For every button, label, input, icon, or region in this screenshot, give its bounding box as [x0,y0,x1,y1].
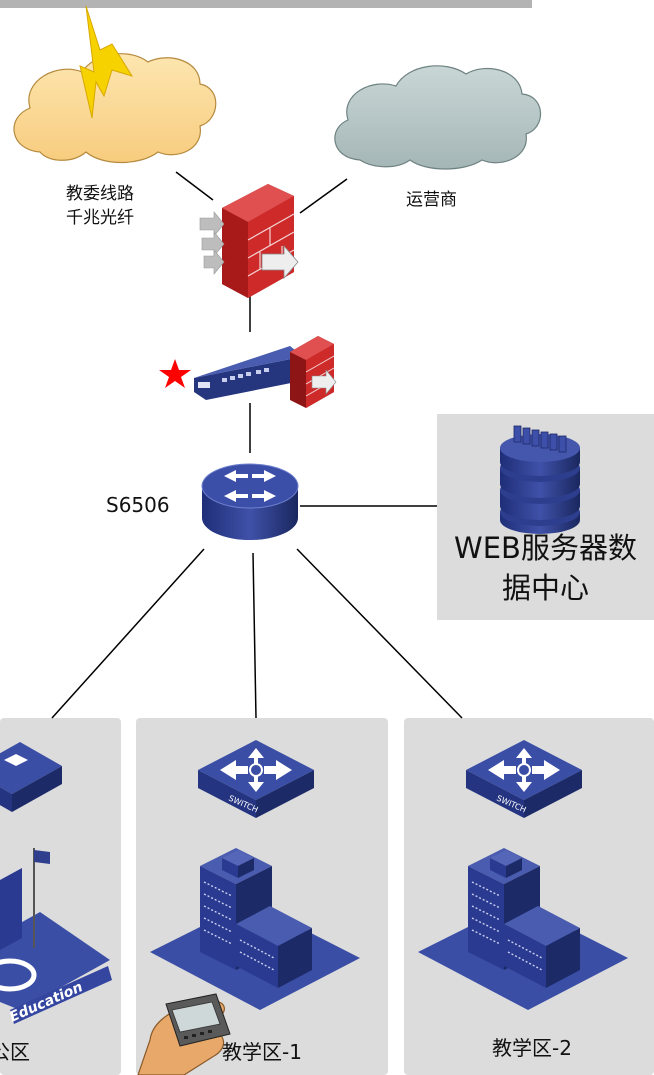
top-bar [0,0,532,8]
education-line-label-line1: 教委线路 [66,184,134,204]
office-building-icon [418,848,628,1010]
server-label-line1: WEB服务器数 [454,531,637,565]
firewall-icon [199,184,299,298]
office-building-icon [150,848,360,1010]
star-icon [159,359,191,388]
security-appliance-icon [194,336,337,408]
connection-lines [51,171,463,719]
lightning-icon [79,5,134,119]
link-isp-firewall [299,178,348,214]
switch-icon [0,742,62,812]
link-cloud-firewall [175,171,214,201]
zone-label-0: 公区 [0,1040,30,1064]
server-label: WEB服务器数 据中心 [437,528,654,608]
zone-label-2: 教学区-2 [492,1036,572,1060]
switch-icon: SWITCH [198,740,314,818]
isp-label: 运营商 [406,190,457,210]
server-label-line2: 据中心 [501,571,589,605]
link-switch-zone0 [51,548,205,719]
education-line-label-line2: 千兆光纤 [66,208,134,228]
server-database-icon [500,425,580,534]
cloud-education-icon [13,53,217,164]
switch-icon: SWITCH [466,740,582,818]
link-switch-zone2 [296,548,463,719]
handheld-device-icon [137,993,231,1075]
core-switch-icon [201,463,299,540]
core-switch-label: S6506 [106,493,170,517]
cloud-isp-icon [334,65,542,170]
education-line-label: 教委线路 千兆光纤 [66,182,134,230]
link-switch-zone1 [252,552,257,719]
zone-label-1: 教学区-1 [222,1040,302,1064]
